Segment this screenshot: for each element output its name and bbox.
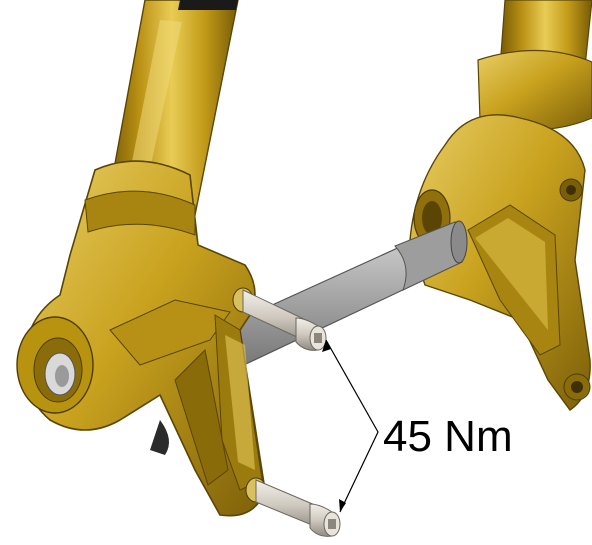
torque-spec-label: 45 Nm — [383, 412, 513, 461]
left-fork-casting — [16, 160, 266, 517]
upper-pinch-bolt-icon — [232, 287, 327, 351]
right-fork-leg — [409, 0, 592, 411]
axle — [194, 220, 468, 381]
lower-pinch-bolt-icon — [245, 477, 341, 537]
torque-leader-lines — [322, 339, 379, 513]
